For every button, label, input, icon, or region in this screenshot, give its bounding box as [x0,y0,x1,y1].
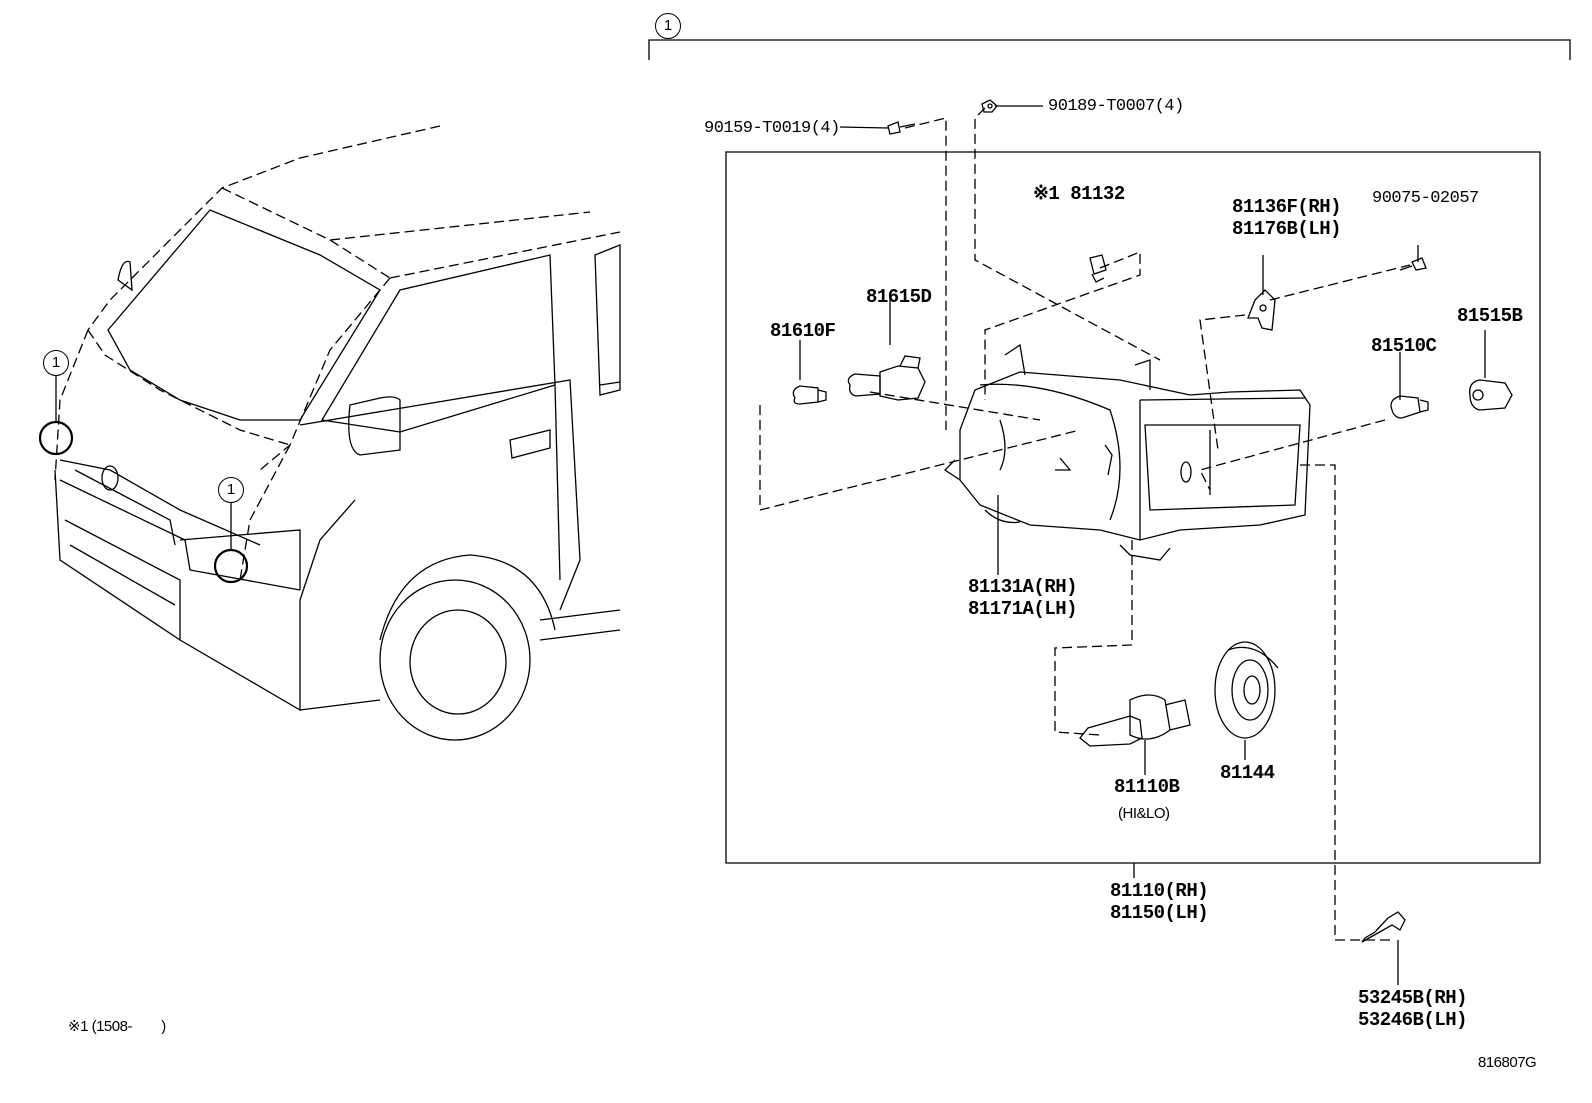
group-ref-marker: 1 [655,13,681,39]
socket-81615D [848,356,925,400]
label-nut-a: 90189-T0007(4) [1048,97,1184,116]
label-unit-rh: 81131A(RH) [968,576,1078,598]
label-unit-lh: 81171A(LH) [968,598,1078,620]
clip-53245B [1362,912,1405,942]
screw-a [888,122,915,134]
location-ref-marker-2: 1 [218,477,244,503]
group-bracket [649,40,1570,60]
footnote: ※1 (1508- ) [68,1018,166,1035]
label-clip-rh: 53245B(RH) [1358,987,1468,1009]
label-bulb-head-note: (HI&LO) [1118,805,1170,822]
diagram-id: 816807G [1478,1054,1537,1071]
dashed-connections [760,108,1410,940]
bulb-81110B [1080,695,1190,746]
headlamp-drawing [945,345,1310,560]
cover-81144 [1215,642,1278,738]
location-ref-marker-1: 1 [43,350,69,376]
label-assy-lh: 81150(LH) [1110,902,1209,924]
label-assy-rh: 81110(RH) [1110,880,1209,902]
label-bulb-head: 81110B [1114,776,1180,798]
nut-a [982,100,997,112]
label-screw-b: 90075-02057 [1372,189,1479,208]
clip-81132 [1090,255,1106,282]
label-socket-turn: 81515B [1457,305,1523,327]
label-bracket-rh: 81136F(RH) [1232,196,1342,218]
label-screw-a: 90159-T0019(4) [704,119,840,138]
assembly-box [726,152,1540,863]
leader-lines [800,106,1485,985]
label-cover: 81144 [1220,762,1275,784]
bulb-81610F [793,386,826,404]
label-clip-lh: 53246B(LH) [1358,1009,1468,1031]
van-illustration [55,126,620,580]
location-markers [40,375,247,582]
socket-81515B [1470,380,1512,410]
label-bulb-turn: 81510C [1371,335,1437,357]
label-socket-side: 81615D [866,286,932,308]
screw-b [1400,258,1426,270]
label-bulb-side: 81610F [770,320,836,342]
van-solid-lines [55,210,620,740]
bulb-81510C [1391,396,1428,418]
bracket-81136 [1248,290,1275,330]
label-note-part: ※1 81132 [1033,183,1125,205]
label-bracket-lh: 81176B(LH) [1232,218,1342,240]
